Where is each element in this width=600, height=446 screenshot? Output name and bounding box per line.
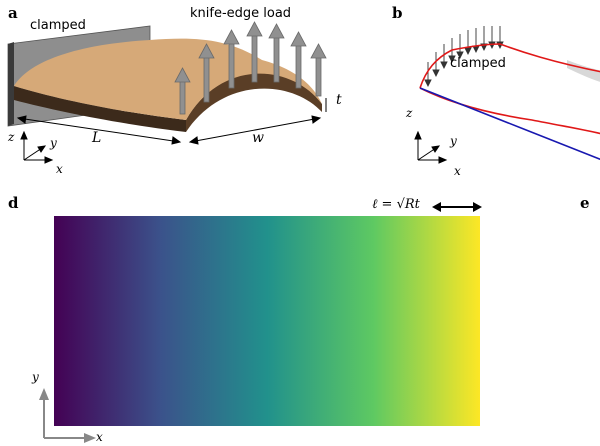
clamp-wall-edge — [8, 42, 14, 126]
axis-z-b: z — [406, 106, 413, 120]
axes-triad-a — [20, 130, 54, 164]
scale-label: ℓ = √Rt — [372, 197, 420, 212]
red-curve-bottom — [419, 87, 600, 135]
load-arrow — [290, 31, 307, 89]
axis-z-a: z — [8, 130, 15, 144]
dimension-w — [188, 115, 322, 145]
shell-front-arch — [186, 72, 322, 132]
axis-x-d: x — [96, 430, 103, 444]
load-arrows — [174, 21, 327, 115]
load-arrow — [246, 21, 263, 83]
load-arrow — [174, 67, 191, 115]
blue-curve — [419, 87, 600, 161]
red-curve-top — [419, 43, 600, 89]
deformed-shell-illustration — [414, 26, 600, 164]
panel-a-letter: a — [8, 4, 18, 22]
axis-y-d: y — [32, 370, 39, 384]
load-arrow — [223, 29, 240, 89]
load-arrow — [198, 43, 215, 103]
width-symbol: w — [252, 130, 264, 146]
axis-y-b: y — [450, 134, 457, 148]
knife-edge-load-label: knife-edge load — [190, 6, 292, 21]
thickness-symbol: t — [336, 92, 342, 108]
panel-b-letter: b — [392, 4, 403, 22]
length-symbol: L — [92, 130, 102, 146]
axes-triad-b — [414, 130, 448, 164]
dimension-L — [16, 115, 182, 145]
panel-d-letter: d — [8, 194, 19, 212]
load-arrow — [310, 43, 327, 97]
colormap-field — [54, 216, 480, 426]
shell-side — [14, 86, 186, 132]
axis-x-a: x — [56, 162, 63, 176]
clamped-label: clamped — [30, 18, 86, 33]
shell-top — [14, 38, 322, 120]
scale-arrow — [432, 202, 482, 212]
clamped-label-b: clamped — [450, 56, 506, 71]
shell-illustration — [7, 21, 327, 164]
sheet-edge — [567, 60, 600, 82]
axis-y-a: y — [50, 136, 57, 150]
axis-x-b: x — [454, 164, 461, 178]
axes-triad-d — [39, 388, 96, 443]
panel-e-letter: e — [580, 194, 590, 212]
load-arrow — [268, 23, 285, 83]
